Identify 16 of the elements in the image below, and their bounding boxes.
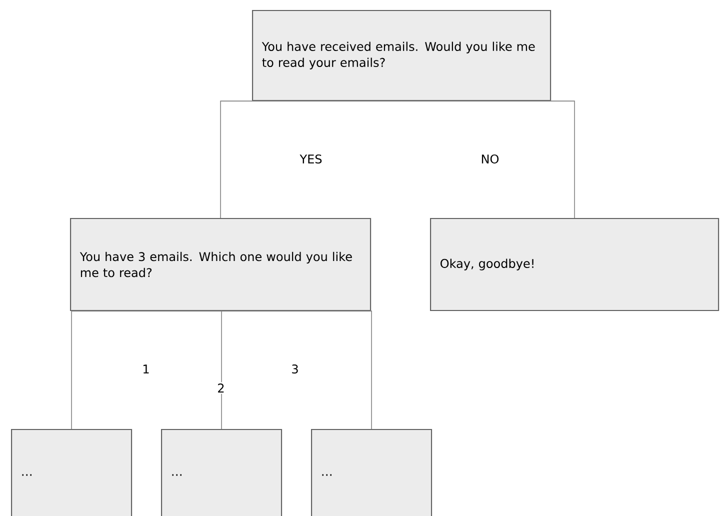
- edge-label: NO: [479, 153, 501, 165]
- connector: [220, 310, 222, 430]
- edge-label: 2: [216, 382, 226, 394]
- edge-label: YES: [298, 153, 324, 165]
- text-box: …: [161, 429, 282, 516]
- connector: [401, 100, 575, 218]
- connector: [220, 310, 372, 430]
- connector: [71, 310, 221, 430]
- text-box: …: [11, 429, 132, 516]
- text-box: Okay, goodbye!: [430, 218, 720, 312]
- connector: [220, 100, 402, 218]
- text-box: …: [311, 429, 432, 516]
- edge-label: 1: [140, 363, 152, 375]
- text-box: You have 3 emails. Which one would you like me to read?: [70, 218, 372, 312]
- edge-label: 3: [290, 363, 300, 375]
- text-box: You have received emails. Would you like me to read your emails?: [252, 10, 552, 102]
